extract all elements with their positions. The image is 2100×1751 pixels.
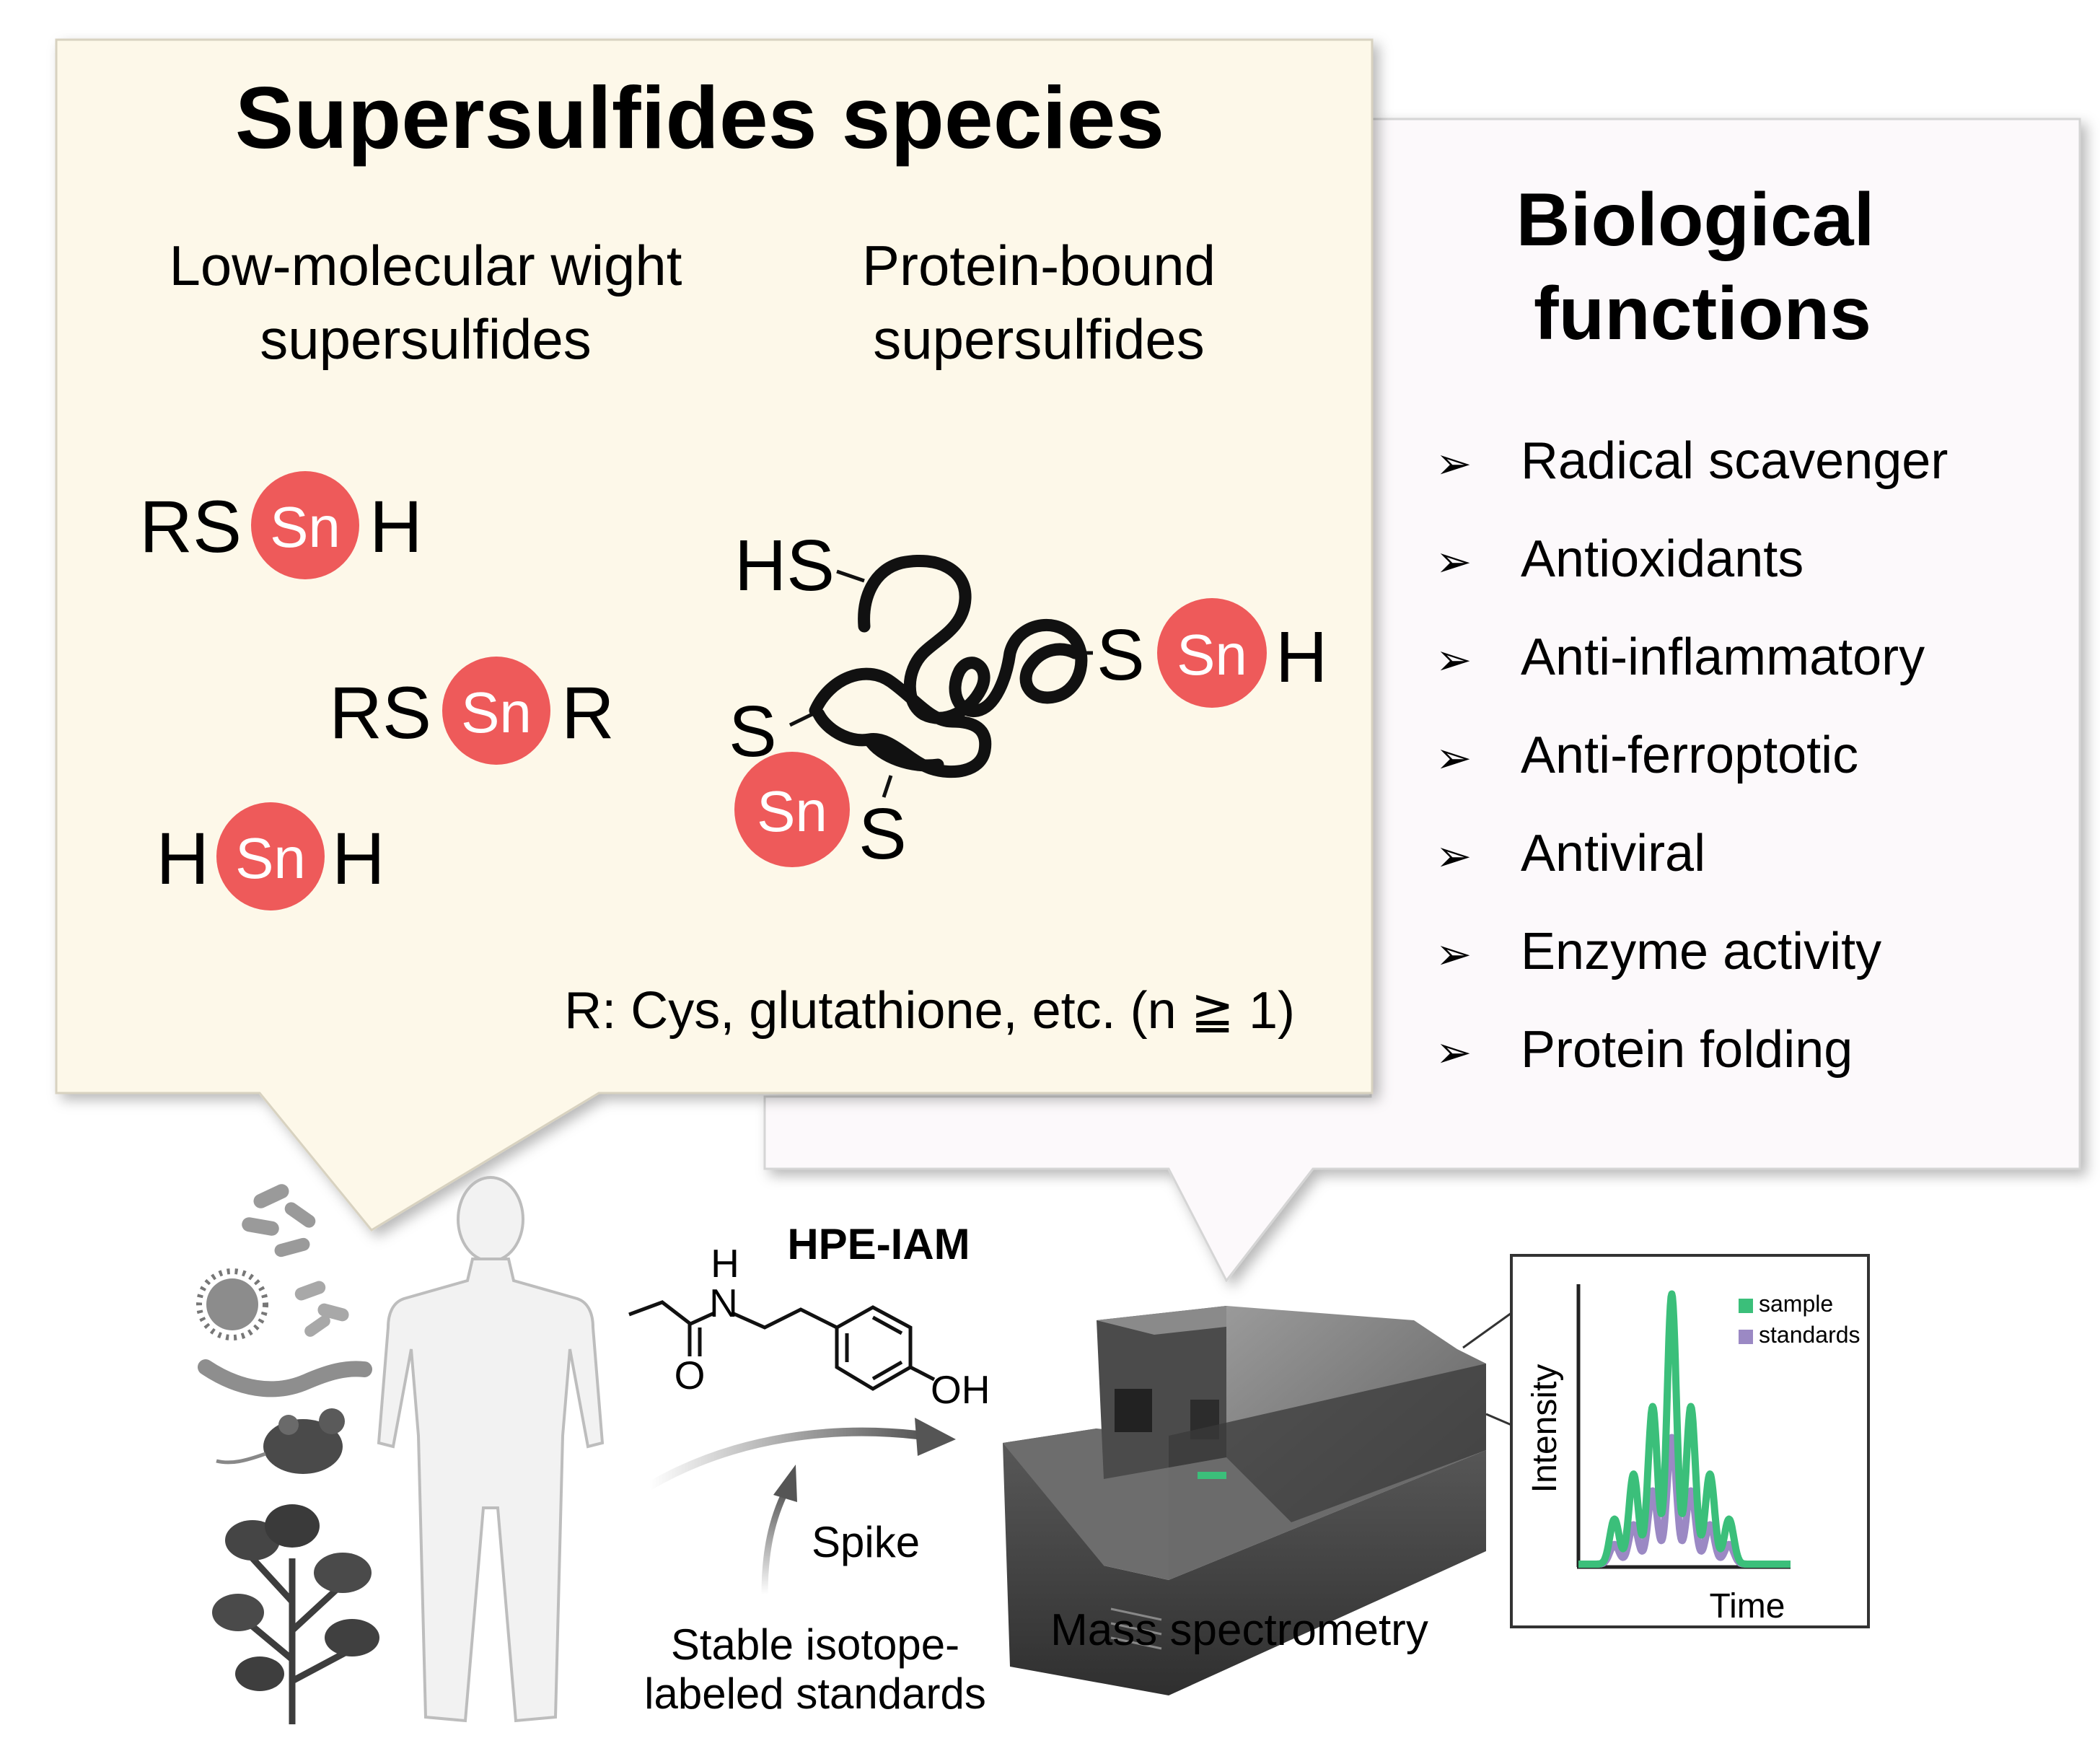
- chart-legend: sample standards: [1739, 1291, 1860, 1348]
- chart-series-group: [1576, 1290, 1793, 1568]
- formula1-right: H: [369, 486, 423, 568]
- bullet-arrow-icon: ➢: [1436, 537, 1472, 586]
- plant-icon: [212, 1504, 379, 1724]
- atom-oh: OH: [931, 1367, 990, 1412]
- formula-rssnh: RS Sn H: [139, 471, 423, 579]
- species-footnote: R: Cys, glutathione, etc. (n ≧ 1): [564, 982, 1295, 1040]
- sn-ball: [1157, 598, 1267, 708]
- formula-hsnh: H Sn H: [156, 802, 385, 910]
- function-item: Protein folding: [1521, 1021, 1853, 1079]
- functions-list: ➢ Radical scavenger ➢ Antioxidants ➢ Anti-inf…: [1436, 432, 1948, 1079]
- function-item: Enzyme activity: [1521, 923, 1881, 980]
- sn-ball: [251, 471, 359, 579]
- bond-s-bottom: [882, 775, 893, 798]
- formula-rssnr: RS Sn R: [329, 657, 615, 765]
- legend-label-sample: sample: [1759, 1291, 1833, 1317]
- standards-label-line2: labeled standards: [644, 1669, 986, 1718]
- species-panel: Supersulfides species Low-molecular wigh…: [55, 38, 1374, 1232]
- function-item: Anti-ferroptotic: [1521, 727, 1858, 784]
- standards-label-line1: Stable isotope-: [671, 1620, 959, 1669]
- legend-label-standards: standards: [1759, 1322, 1860, 1348]
- bond-hs: [836, 569, 865, 583]
- atom-h: H: [711, 1241, 739, 1286]
- species-title: Supersulfides species: [235, 69, 1164, 167]
- functions-title-line2: functions: [1534, 272, 1871, 356]
- formula1-left: RS: [139, 486, 242, 568]
- sn-label: Sn: [757, 779, 827, 843]
- function-item: Radical scavenger: [1521, 432, 1948, 490]
- function-item: Anti-inflammatory: [1521, 628, 1925, 686]
- spike-arrow-head: [773, 1465, 797, 1502]
- bullet-arrow-icon: ➢: [1436, 734, 1472, 782]
- spike-label: Spike: [812, 1518, 920, 1566]
- functions-callout-bg: [763, 118, 2081, 1283]
- mass-spectrometer-icon: [1003, 1306, 1486, 1695]
- sn-ball: [216, 802, 325, 910]
- x-axis-label: Time: [1710, 1587, 1785, 1625]
- bullet-arrow-icon: ➢: [1436, 439, 1472, 488]
- molecule-bonds: [628, 1300, 838, 1356]
- atom-o: O: [675, 1353, 706, 1397]
- chart-connector-top: [1462, 1312, 1512, 1349]
- sn-label: Sn: [270, 495, 341, 559]
- atom-n: N: [709, 1281, 738, 1325]
- protein-s-bottom-label: S: [858, 794, 907, 874]
- low-mw-heading-line1: Low-molecular wight: [170, 234, 682, 297]
- main-arrow: [646, 1427, 924, 1491]
- reagent-name: HPE-IAM: [787, 1220, 970, 1268]
- bacteria-icon: [242, 1184, 316, 1258]
- sn-ball: [442, 657, 550, 765]
- bond-s-left: [788, 711, 817, 727]
- sn-label: Sn: [461, 680, 532, 745]
- bullet-arrow-icon: ➢: [1436, 1028, 1472, 1076]
- protein-hs-label: HS: [734, 525, 835, 606]
- bullet-arrow-icon: ➢: [1436, 930, 1472, 978]
- bullet-arrow-icon: ➢: [1436, 832, 1472, 880]
- low-mw-heading-line2: supersulfides: [260, 307, 592, 371]
- protein-h-right-label: H: [1275, 617, 1327, 698]
- bullet-arrow-icon: ➢: [1436, 636, 1472, 684]
- formula3-left: H: [156, 817, 209, 900]
- legend-swatch-standards: [1739, 1330, 1753, 1344]
- function-item: Antiviral: [1521, 825, 1705, 882]
- organisms-group: [196, 1184, 379, 1724]
- virus-icon: [196, 1268, 268, 1340]
- formula2-right: R: [561, 672, 615, 754]
- protein-s-right-label: S: [1097, 615, 1145, 695]
- function-item: Antioxidants: [1521, 530, 1804, 588]
- human-figure-icon: [377, 1176, 605, 1723]
- sn-ball: [734, 752, 850, 867]
- mouse-icon: [216, 1408, 345, 1474]
- main-arrow-head: [915, 1418, 956, 1456]
- species-callout-bg: [55, 38, 1374, 1232]
- formula3-right: H: [332, 817, 385, 900]
- legend-swatch-sample: [1739, 1299, 1753, 1313]
- bacteria-cluster-icon: [294, 1281, 349, 1337]
- hpe-iam-structure: HPE-IAM H N O OH: [628, 1220, 990, 1412]
- series-line-sample: [1576, 1290, 1793, 1568]
- protein-heading-line1: Protein-bound: [862, 234, 1216, 297]
- functions-title-line1: Biological: [1516, 178, 1875, 262]
- sn-label: Sn: [1177, 623, 1247, 687]
- formula2-left: RS: [329, 672, 431, 754]
- functions-panel: Biological functions ➢Radical scavenger➢…: [763, 118, 2081, 1283]
- y-axis-label: Intensity: [1526, 1364, 1564, 1493]
- benzene-inner-bonds: [845, 1315, 936, 1382]
- spike-arrow: [761, 1488, 790, 1595]
- sn-label: Sn: [235, 826, 306, 890]
- chart-connector-bottom: [1485, 1413, 1512, 1426]
- protein-heading-line2: supersulfides: [873, 307, 1205, 371]
- ms-label: Mass spectrometry: [1050, 1605, 1428, 1655]
- protein-backbone: [809, 554, 1088, 778]
- worm-icon: [198, 1359, 372, 1397]
- protein-chain-diagram: HS S Sn H S Sn S: [729, 525, 1327, 874]
- chromatogram-chart: Intensity Time sample standards: [1510, 1254, 1870, 1628]
